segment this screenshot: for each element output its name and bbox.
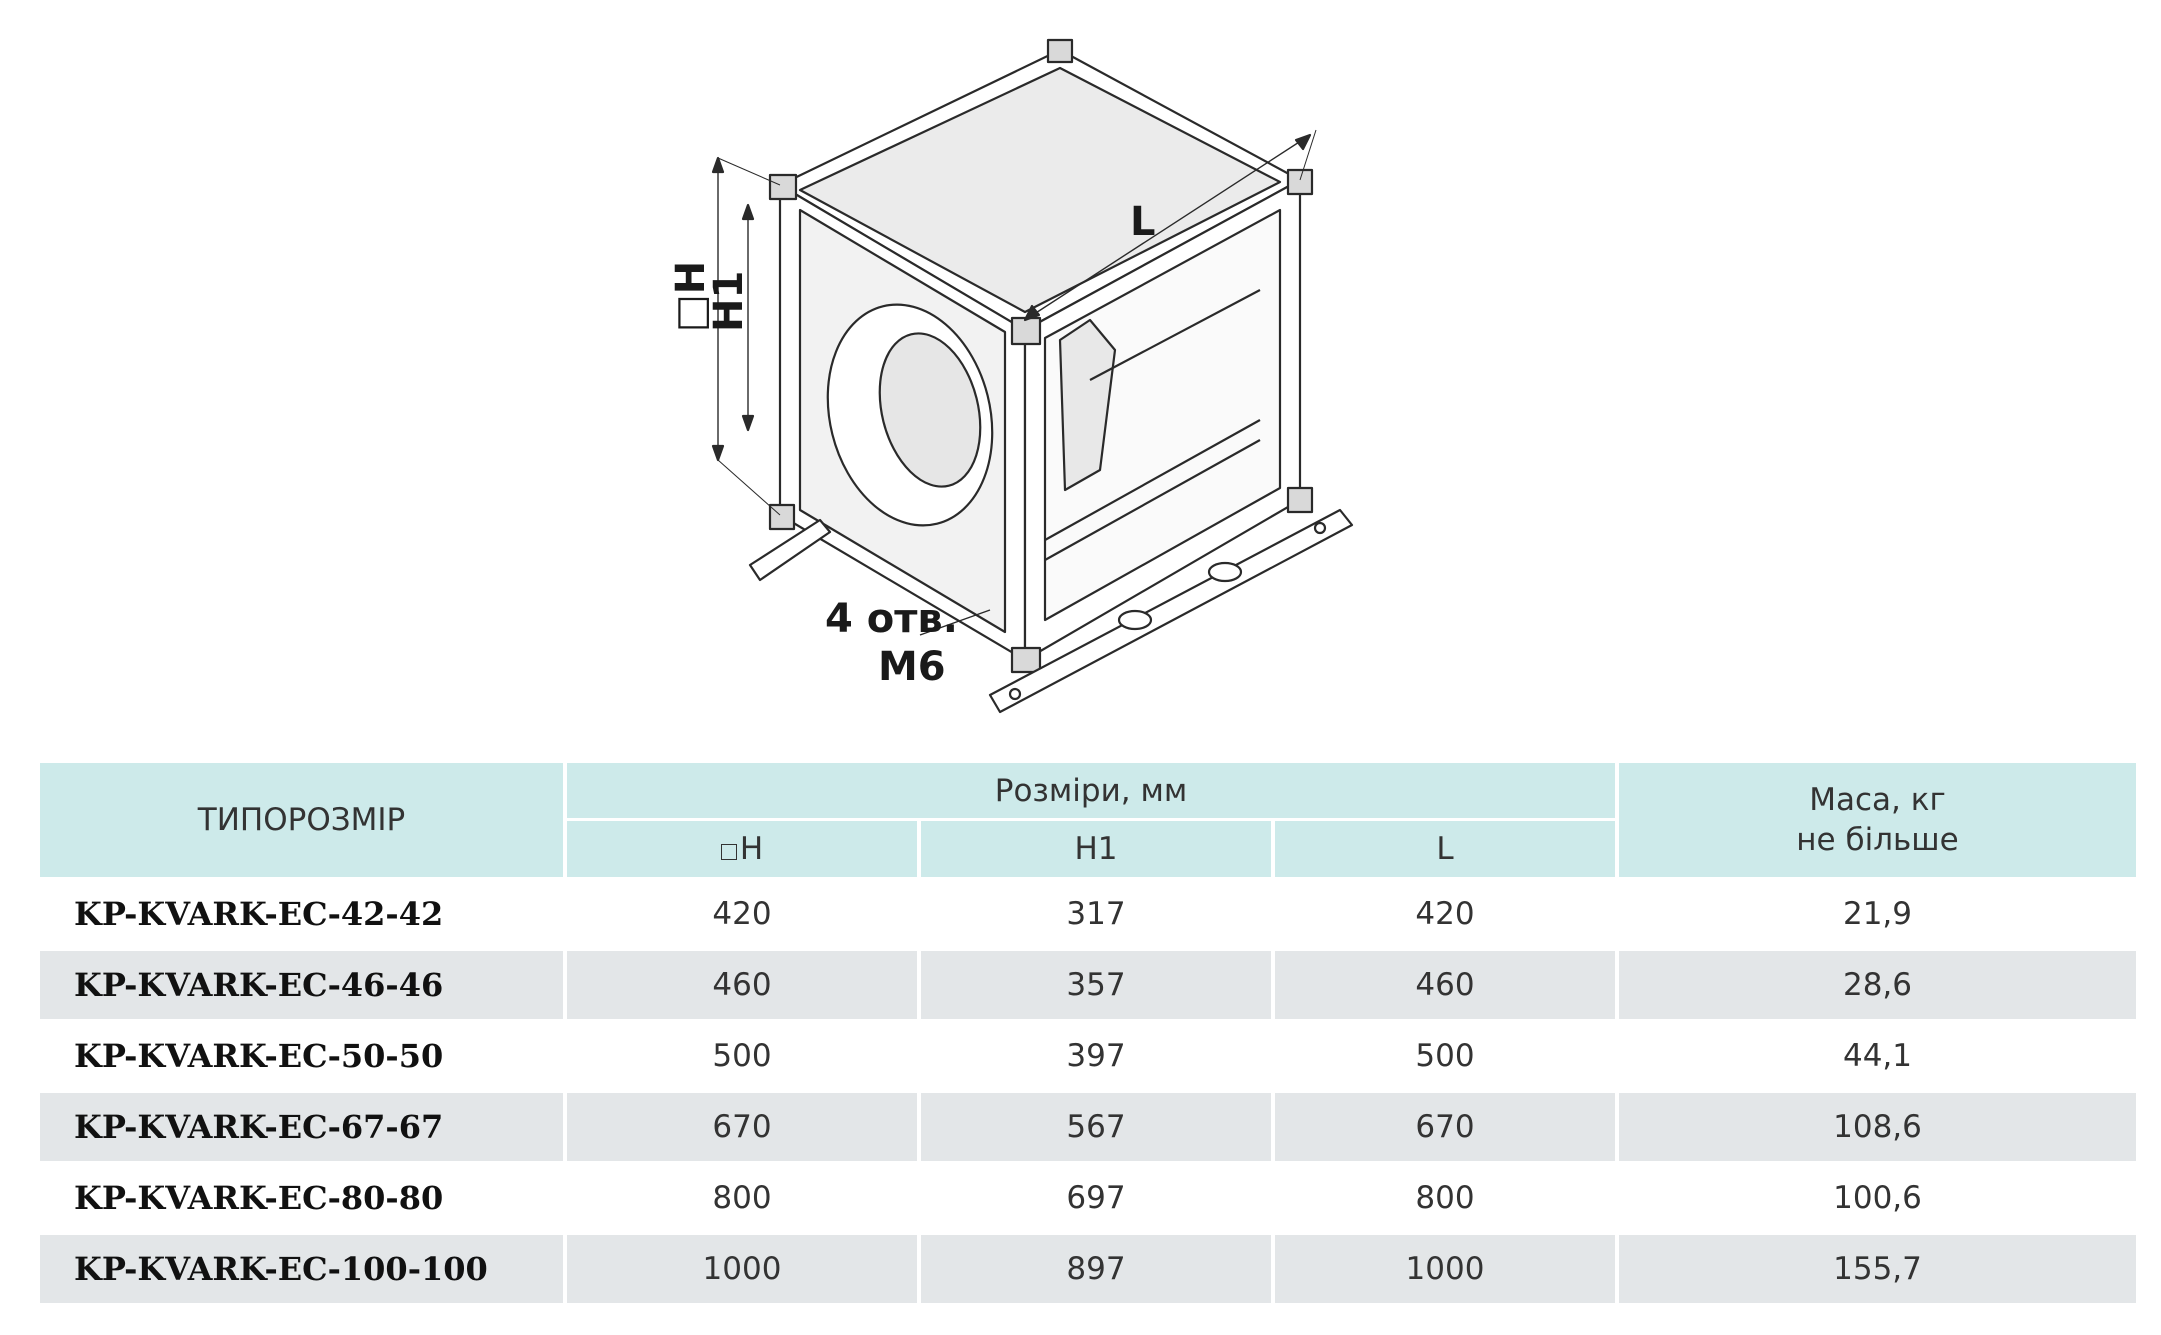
header-col-h: H bbox=[567, 821, 917, 877]
holes-count-label: 4 отв. bbox=[825, 596, 958, 642]
square-symbol-icon bbox=[720, 844, 737, 860]
cell-h1: 317 bbox=[1066, 896, 1126, 932]
cell-model: KP-KVARK-EC-42-42 bbox=[74, 895, 444, 933]
header-mass-line2: не більше bbox=[1796, 822, 1959, 858]
cell-h: 500 bbox=[712, 1038, 772, 1074]
cell-l: 420 bbox=[1415, 896, 1475, 932]
table-row: KP-KVARK-EC-80-80 800 697 800 100,6 bbox=[40, 1164, 2136, 1232]
cell-mass: 100,6 bbox=[1833, 1180, 1922, 1216]
cell-mass: 21,9 bbox=[1842, 896, 1913, 932]
table-row: KP-KVARK-EC-46-46 460 357 460 28,6 bbox=[40, 951, 2136, 1019]
cell-h1: 697 bbox=[1066, 1180, 1126, 1216]
cell-l: 1000 bbox=[1275, 1235, 1615, 1303]
cell-model: KP-KVARK-EC-100-100 bbox=[40, 1235, 563, 1303]
header-mass-line1: Маса, кг bbox=[1809, 782, 1946, 818]
cell-l: 460 bbox=[1275, 951, 1615, 1019]
cell-h1: 357 bbox=[921, 951, 1271, 1019]
cell-model: KP-KVARK-EC-50-50 bbox=[74, 1037, 444, 1075]
cell-mass: 108,6 bbox=[1619, 1093, 2136, 1161]
fan-cabinet-drawing: □H H1 L 4 отв. M6 bbox=[668, 38, 1354, 714]
header-mass: Маса, кг не більше bbox=[1619, 763, 2136, 877]
cell-mass: 44,1 bbox=[1842, 1038, 1913, 1074]
holes-thread-label: M6 bbox=[878, 644, 946, 690]
table-row: KP-KVARK-EC-100-100 1000 897 1000 155,7 bbox=[40, 1235, 2136, 1303]
cell-model: KP-KVARK-EC-80-80 bbox=[74, 1179, 444, 1217]
cell-mass: 155,7 bbox=[1619, 1235, 2136, 1303]
cell-h: 460 bbox=[567, 951, 917, 1019]
header-size: ТИПОРОЗМІР bbox=[40, 763, 563, 877]
cell-model: KP-KVARK-EC-67-67 bbox=[40, 1093, 563, 1161]
cell-h: 1000 bbox=[567, 1235, 917, 1303]
cell-mass: 28,6 bbox=[1619, 951, 2136, 1019]
spec-table: ТИПОРОЗМІР Розміри, мм Маса, кг не більш… bbox=[36, 760, 2140, 1306]
cell-h: 670 bbox=[567, 1093, 917, 1161]
cell-h: 800 bbox=[712, 1180, 772, 1216]
cell-l: 500 bbox=[1415, 1038, 1475, 1074]
header-col-h1: H1 bbox=[921, 821, 1271, 877]
cell-model: KP-KVARK-EC-46-46 bbox=[40, 951, 563, 1019]
table-row: KP-KVARK-EC-67-67 670 567 670 108,6 bbox=[40, 1093, 2136, 1161]
dim-square-h-label: □H bbox=[668, 261, 714, 332]
cell-h1: 897 bbox=[921, 1235, 1271, 1303]
table-row: KP-KVARK-EC-50-50 500 397 500 44,1 bbox=[40, 1022, 2136, 1090]
table-row: KP-KVARK-EC-42-42 420 317 420 21,9 bbox=[40, 880, 2136, 948]
dim-l-label: L bbox=[1130, 199, 1156, 245]
header-col-h-label: H bbox=[739, 831, 764, 867]
cell-l: 670 bbox=[1275, 1093, 1615, 1161]
cell-h1: 397 bbox=[1066, 1038, 1126, 1074]
dim-h1-label: H1 bbox=[706, 271, 752, 332]
cell-h1: 567 bbox=[921, 1093, 1271, 1161]
cell-l: 800 bbox=[1415, 1180, 1475, 1216]
header-col-l: L bbox=[1275, 821, 1615, 877]
cell-h: 420 bbox=[712, 896, 772, 932]
header-dimensions: Розміри, мм bbox=[567, 763, 1615, 818]
